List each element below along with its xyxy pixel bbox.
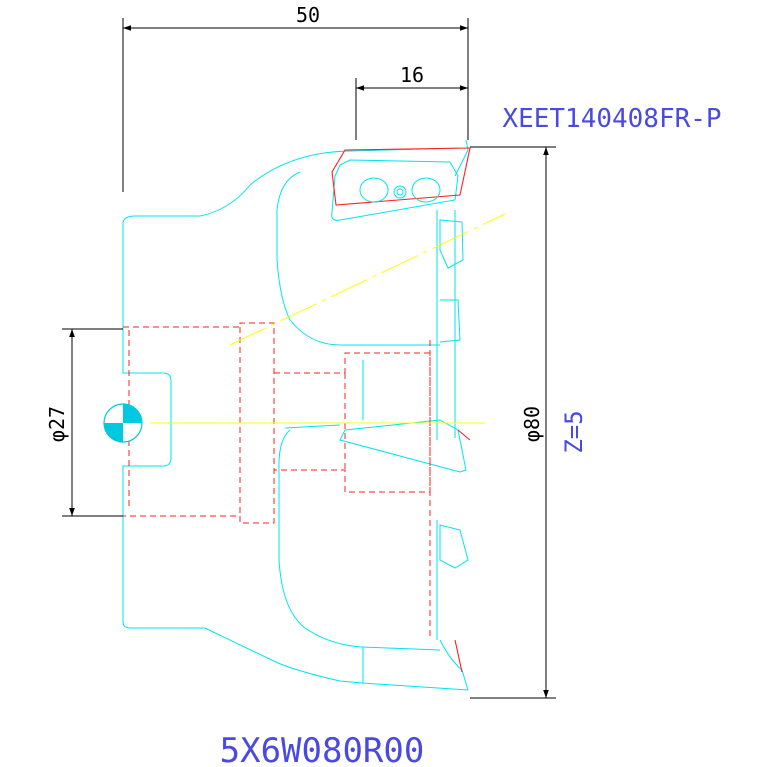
centerlines xyxy=(150,213,506,424)
dimension-cutter-diameter xyxy=(470,146,556,699)
insert-centerline xyxy=(229,213,506,346)
insert-outline xyxy=(331,147,471,673)
dimension-bore-diameter xyxy=(62,328,123,517)
cutter-body-outline xyxy=(122,139,469,691)
cutter-diameter-label: φ80 xyxy=(520,406,544,442)
dimension-overall-length xyxy=(122,18,469,192)
overall-length-label: 50 xyxy=(296,3,320,27)
hidden-lines xyxy=(123,322,431,640)
dimension-insert-length xyxy=(355,78,468,140)
insert-code-label: XEET140408FR-P xyxy=(502,104,721,134)
bore-diameter-label: φ27 xyxy=(45,406,69,442)
center-mark-icon xyxy=(103,403,143,443)
insert-holes xyxy=(359,177,441,203)
tool-code-label: 5X6W080R00 xyxy=(220,731,425,767)
insert-length-label: 16 xyxy=(400,63,424,87)
teeth-count-label: Z=5 xyxy=(560,410,588,453)
